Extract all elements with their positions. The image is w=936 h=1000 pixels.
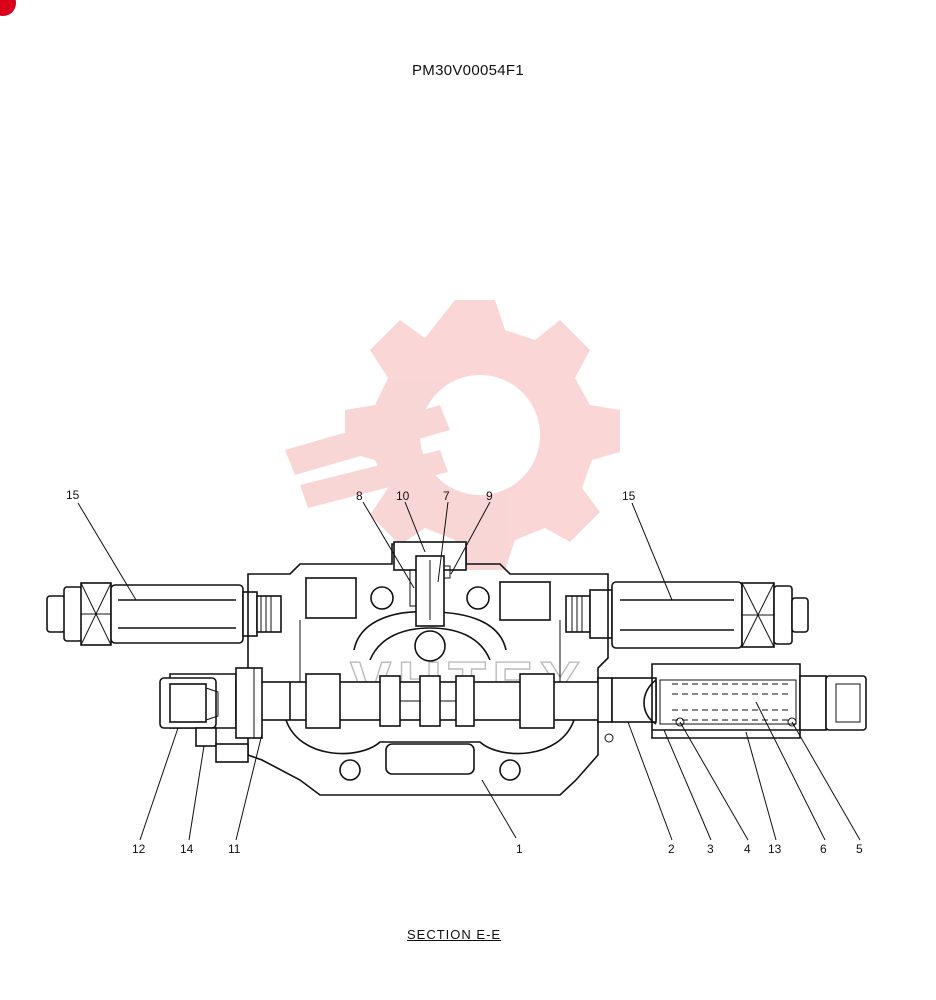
callout-4: 4 — [744, 842, 751, 856]
callout-14: 14 — [180, 842, 194, 856]
spring-housing — [643, 663, 867, 739]
right-solenoid — [565, 581, 809, 649]
valve-body — [247, 543, 614, 796]
section-title: SECTION E-E — [407, 927, 502, 942]
callout-15-right: 15 — [622, 489, 636, 503]
leader-lines — [77, 501, 861, 841]
callout-9: 9 — [486, 489, 493, 503]
left-end-cap — [159, 667, 263, 763]
callout-11: 11 — [228, 842, 241, 856]
spool — [235, 673, 657, 729]
callout-15-left: 15 — [66, 488, 80, 502]
callout-6: 6 — [820, 842, 827, 856]
callout-10: 10 — [396, 489, 410, 503]
left-solenoid — [46, 582, 282, 646]
callout-7: 7 — [443, 489, 450, 503]
document-code: PM30V00054F1 — [411, 62, 524, 79]
callout-8: 8 — [356, 489, 363, 503]
corner-badge — [0, 0, 16, 16]
pilot-assembly — [393, 541, 467, 627]
callout-2: 2 — [668, 842, 675, 856]
watermark-gear-icon — [285, 300, 620, 570]
callout-3: 3 — [707, 842, 714, 856]
callout-13: 13 — [768, 842, 782, 856]
callout-5: 5 — [856, 842, 863, 856]
callout-1: 1 — [516, 842, 523, 856]
callout-12: 12 — [132, 842, 146, 856]
